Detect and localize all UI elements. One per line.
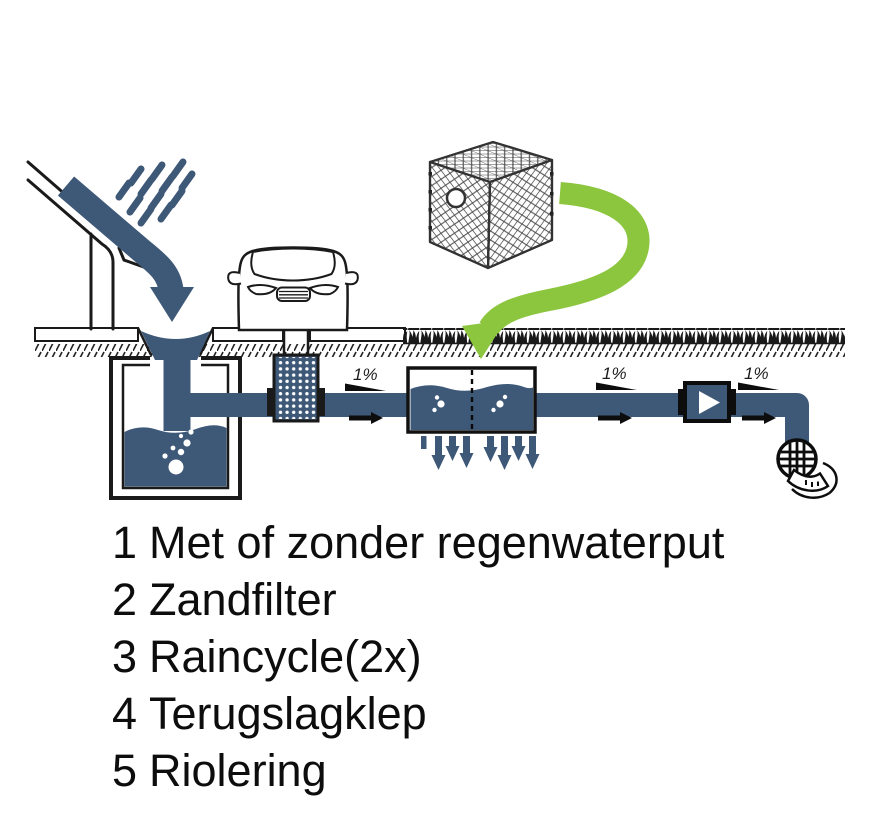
valve-direction-triangle [699, 391, 720, 414]
legend-number: 4 [112, 688, 138, 739]
legend-label: Terugslagklep [149, 688, 427, 739]
tank-water [124, 425, 227, 487]
legend-label: Zandfilter [149, 574, 337, 625]
flow-arrow-1 [349, 412, 383, 424]
legend-label: Riolering [149, 745, 327, 796]
slope-label-2: 1% [602, 364, 627, 383]
drain-grid [779, 441, 815, 477]
slope-wedge-1 [345, 383, 386, 391]
check-valve [678, 381, 736, 423]
slope-marker-1: 1% [345, 365, 386, 391]
filter-media-dots [276, 357, 316, 419]
legend-label: Raincycle(2x) [149, 631, 422, 682]
sand-filter [267, 330, 325, 423]
slope-markers: 1% 1% 1% [345, 364, 779, 391]
raincycle-bubbles [432, 394, 508, 413]
runoff-arrowhead [150, 287, 194, 322]
car-windshield [250, 247, 336, 282]
ripple-bottom [791, 488, 831, 499]
crate-inlet-hole [445, 187, 467, 209]
crate-placement-arrow [462, 182, 650, 359]
car-mirror-right [344, 271, 359, 286]
slope-marker-3: 1% [738, 364, 779, 390]
green-arrow-band [479, 182, 650, 335]
slope-wedge-3 [738, 382, 779, 390]
tank-inlet-funnel [136, 327, 215, 360]
legend-label: Met of zonder regenwaterput [149, 517, 725, 568]
raincycle-unit [406, 366, 540, 470]
grass [403, 328, 845, 344]
flow-arrow-3 [742, 412, 776, 424]
runoff-band [57, 176, 184, 293]
flow-arrows [349, 412, 776, 424]
slope-marker-2: 1% [596, 364, 637, 390]
legend-number: 1 [112, 517, 138, 568]
slope-label-3: 1% [744, 364, 769, 383]
piping [163, 352, 809, 448]
outflow-drips [805, 480, 819, 487]
flow-arrow-2 [598, 412, 632, 424]
car-mirror-left [227, 271, 242, 286]
infiltration-arrows [421, 436, 540, 470]
rain-drops [115, 158, 196, 227]
filter-flange-left [267, 388, 275, 416]
roof-runoff-arrow [57, 176, 194, 322]
valve-flange-right [728, 389, 736, 415]
tank-inner-wall [121, 363, 230, 490]
car-headlight-left [246, 284, 278, 296]
legend-number: 3 [112, 631, 138, 682]
valve-flange-left [678, 389, 686, 415]
green-arrowhead [462, 320, 506, 359]
roof-bottom-and-wall [26, 178, 115, 331]
pavement-slab [34, 327, 406, 342]
legend-number: 2 [112, 574, 138, 625]
car-grille-lines [279, 290, 308, 299]
slope-wedge-2 [596, 382, 637, 390]
slope-label-1: 1% [353, 365, 378, 384]
soil-hatching [35, 344, 845, 357]
filter-flange-right [317, 388, 325, 416]
ground [34, 327, 845, 357]
legend-number: 5 [112, 745, 138, 796]
crate-edge-clips [428, 172, 554, 230]
funnel-water [141, 331, 210, 360]
ripple-right [822, 461, 838, 494]
sewer-outlet [776, 438, 838, 499]
car-headlight-right [308, 284, 340, 296]
car [227, 246, 359, 332]
tank-bubbles [162, 429, 194, 475]
main-pipe [178, 393, 809, 448]
infiltration-crate [428, 140, 554, 270]
